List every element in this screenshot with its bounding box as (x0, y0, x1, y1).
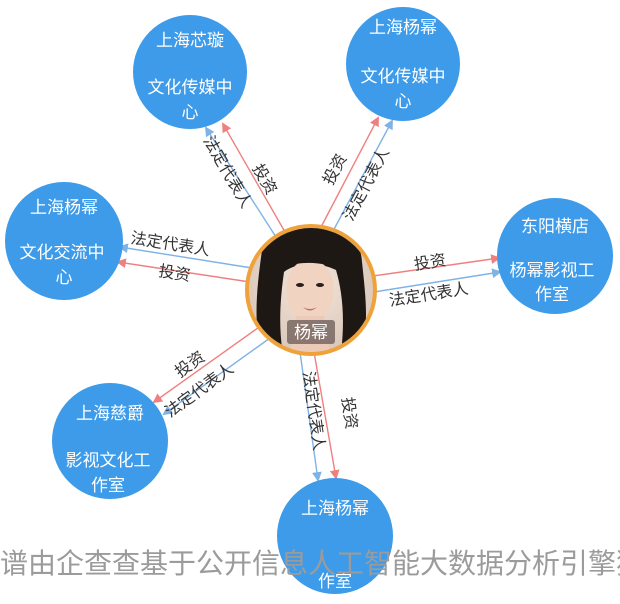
edge-label-hengdian-invest: 投资 (413, 250, 448, 274)
node-yangmi-studio-line1: 上海杨幂 (301, 499, 369, 519)
edge-exchange-legal (118, 243, 253, 269)
node-yangmi-exchange[interactable]: 上海杨幂 文化交流中 心 (5, 182, 123, 300)
edges (116, 116, 502, 482)
node-xinxuan-line2: 文化传媒中 (148, 78, 233, 98)
edge-studio-legal (299, 351, 322, 482)
edge-media-legal (331, 119, 393, 234)
edge-label-xinxuan-legal: 法定代表人 (200, 133, 256, 212)
node-cijue[interactable]: 上海慈爵 影视文化工 作室 (52, 383, 168, 499)
node-hengdian-line2: 杨幂影视工 (510, 261, 595, 281)
node-yangmi-media-line1: 上海杨幂 (369, 18, 437, 38)
center-node[interactable]: 杨幂 (245, 224, 377, 360)
edge-label-xinxuan-invest: 投资 (249, 161, 281, 198)
node-yangmi-studio-line3: 作室 (318, 572, 352, 592)
edge-xinxuan-legal (204, 126, 277, 238)
edge-cijue-invest (152, 324, 263, 404)
edge-label-media-invest: 投资 (319, 151, 351, 188)
edge-studio-invest (313, 351, 340, 480)
node-yangmi-media-line2: 文化传媒中 (361, 67, 446, 87)
edge-exchange-invest (116, 258, 251, 283)
node-yangmi-media-line3: 心 (395, 92, 412, 112)
node-yangmi-studio[interactable]: 上海杨幂 作室 (277, 478, 393, 594)
node-xinxuan[interactable]: 上海芯璇 文化传媒中 心 (133, 15, 247, 129)
edge-label-exchange-invest: 投资 (157, 261, 192, 285)
node-cijue-line3: 作室 (91, 476, 125, 496)
node-hengdian-line3: 作室 (535, 285, 569, 305)
edge-label-studio-invest: 投资 (338, 396, 361, 430)
node-cijue-line1: 上海慈爵 (76, 404, 144, 424)
node-yangmi-exchange-line2: 文化交流中 (20, 243, 105, 263)
node-hengdian-line1: 东阳横店 (521, 217, 589, 237)
center-name-label: 杨幂 (294, 323, 328, 343)
edge-cijue-legal (162, 337, 271, 416)
edge-hengdian-invest (372, 254, 501, 277)
watermark-text: 谱由企查查基于公开信息人工智能大数据分析引擎独 (0, 547, 620, 580)
node-yangmi-exchange-line1: 上海杨幂 (30, 198, 98, 218)
node-hengdian[interactable]: 东阳横店 杨幂影视工 作室 (497, 198, 613, 314)
node-cijue-line2: 影视文化工 (66, 451, 151, 471)
edge-xinxuan-invest (222, 122, 286, 233)
node-yangmi-exchange-line3: 心 (56, 268, 73, 288)
edge-label-media-legal: 法定代表人 (339, 144, 393, 224)
node-yangmi-media[interactable]: 上海杨幂 文化传媒中 心 (346, 7, 460, 121)
edge-label-studio-legal: 法定代表人 (299, 370, 329, 452)
edge-hengdian-legal (373, 268, 502, 293)
node-xinxuan-line1: 上海芯璇 (156, 31, 224, 51)
node-xinxuan-line3: 心 (182, 103, 199, 123)
edge-media-invest (319, 116, 379, 230)
